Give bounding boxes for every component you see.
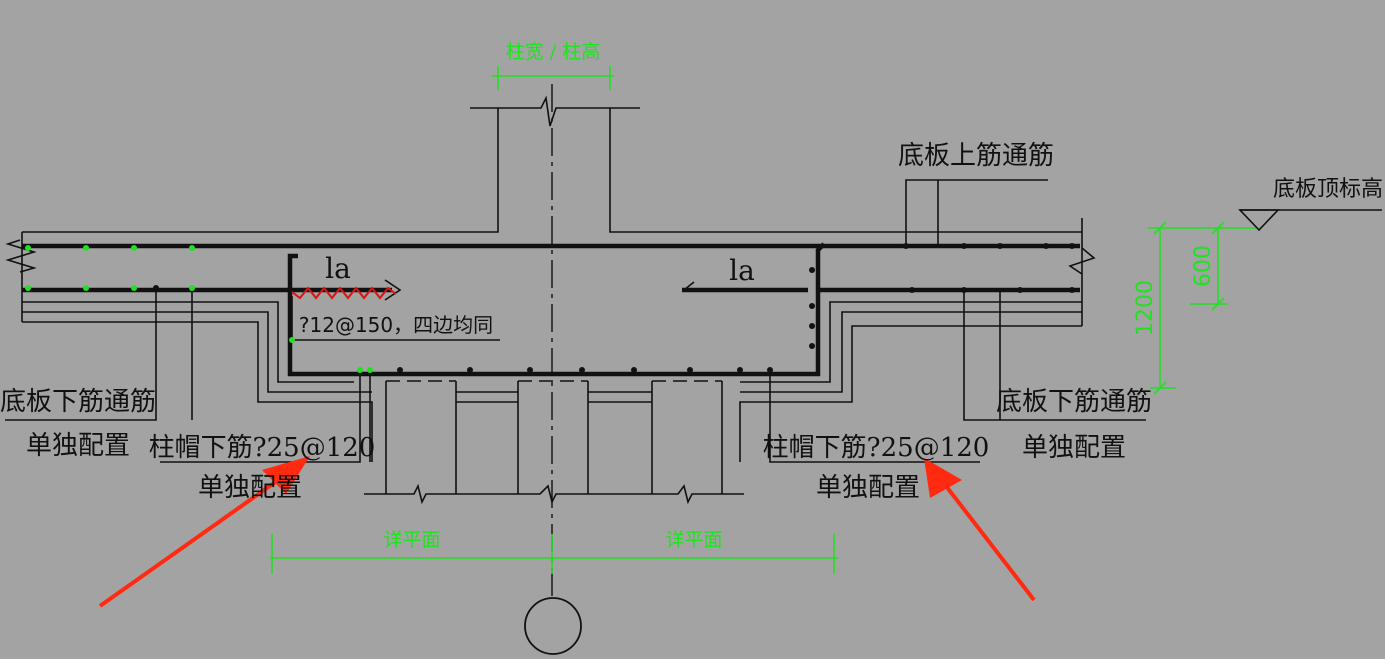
arrow-right-shaft: [944, 484, 1036, 602]
rebars: [22, 242, 1080, 377]
dim-top-part: 600: [1191, 245, 1216, 287]
label-see-plan-left: 详平面: [383, 529, 440, 551]
label-anchorage-right: la: [729, 254, 755, 287]
label-slab-top-elevation: 底板顶标高: [1273, 177, 1383, 202]
label-slab-bottom-rebar-right: 底板下筋通筋: [996, 387, 1152, 417]
dim-total-thickness: 1200: [1133, 280, 1158, 336]
label-anchorage-left: la: [325, 252, 351, 285]
label-cap-rebar-left: 柱帽下筋?25@120: [149, 433, 376, 463]
elevation-mark: [1238, 209, 1382, 232]
label-column-width-height: 柱宽 / 柱高: [506, 41, 600, 63]
label-see-plan-right: 详平面: [665, 529, 722, 551]
arrow-right-head: [924, 458, 962, 498]
rebar-dots: [25, 243, 1075, 373]
label-slab-bottom-rebar-left: 底板下筋通筋: [0, 387, 156, 417]
red-arrows: [98, 456, 1036, 608]
slab-outline: [5, 218, 1096, 462]
label-slab-top-rebar: 底板上筋通筋: [898, 141, 1054, 171]
label-separate-config-left: 单独配置: [26, 431, 130, 461]
label-cap-separate-left: 单独配置: [198, 473, 302, 503]
arrow-left-head: [262, 456, 310, 494]
arrow-left-shaft: [98, 474, 286, 608]
label-separate-config-right: 单独配置: [1022, 433, 1126, 463]
label-cap-separate-right: 单独配置: [816, 473, 920, 503]
leader-lines: [5, 179, 1146, 463]
column-above: [22, 95, 1082, 233]
error-squiggle: [291, 286, 397, 300]
label-cap-rebar-right: 柱帽下筋?25@120: [763, 433, 990, 463]
dimensions: [270, 66, 1260, 574]
center-axis: [524, 84, 582, 655]
label-stirrup-note: ?12@150，四边均同: [299, 313, 493, 337]
axis-bubble: [524, 597, 582, 655]
piles: [364, 380, 744, 505]
